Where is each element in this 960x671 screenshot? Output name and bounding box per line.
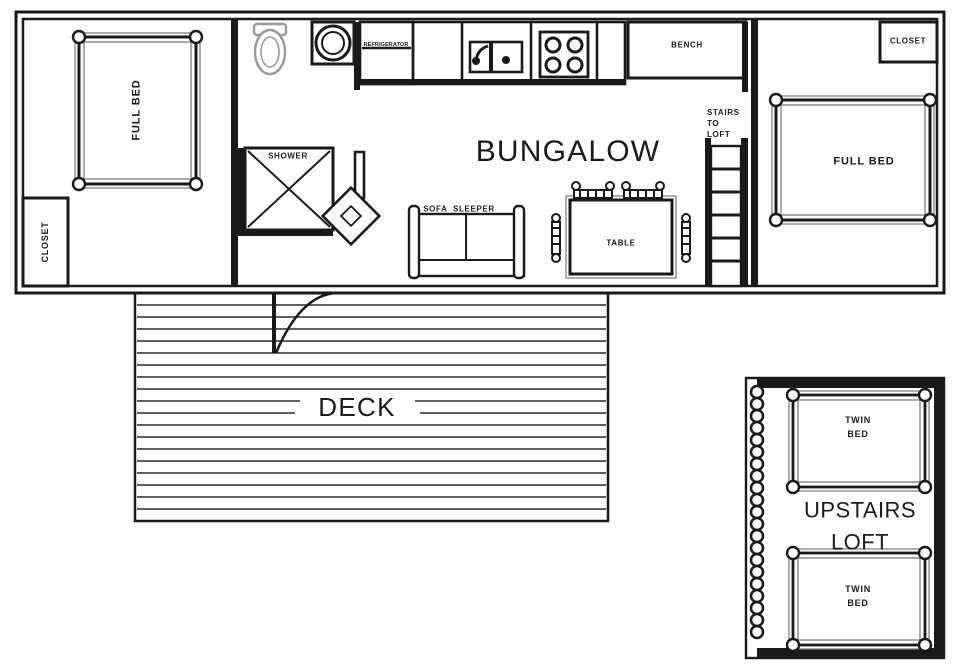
loft-twin-bed-top bbox=[785, 387, 933, 495]
table-chair-right bbox=[681, 213, 691, 263]
left-closet bbox=[21, 196, 70, 288]
left-full-bed bbox=[71, 29, 204, 192]
bathroom-vanity-icon bbox=[320, 150, 382, 247]
sofa-sleeper bbox=[407, 204, 526, 280]
washer-dryer-icon bbox=[310, 20, 356, 66]
house-outer-wall bbox=[14, 10, 946, 295]
upstairs-loft bbox=[744, 376, 946, 660]
toilet-icon bbox=[252, 22, 288, 76]
right-bedroom bbox=[751, 19, 939, 286]
shower-stall bbox=[238, 146, 335, 236]
right-closet bbox=[878, 20, 939, 64]
stove-icon bbox=[538, 30, 590, 79]
kitchen-counter bbox=[358, 20, 627, 86]
table-chair-top-right bbox=[621, 181, 665, 199]
dining-table bbox=[551, 181, 691, 279]
stairs-to-loft bbox=[705, 138, 748, 288]
bench-nook bbox=[626, 20, 748, 92]
kitchen-sink-icon bbox=[468, 40, 524, 74]
right-full-bed bbox=[768, 92, 938, 228]
loft-twin-bed-bottom bbox=[785, 545, 933, 653]
refrigerator-icon bbox=[358, 20, 415, 86]
bathroom bbox=[238, 20, 382, 247]
loft-railing bbox=[749, 384, 765, 640]
deck-planks bbox=[137, 304, 606, 510]
table-chair-top-left bbox=[571, 181, 615, 199]
table-chair-left bbox=[551, 213, 561, 263]
left-bedroom bbox=[21, 19, 238, 288]
deck-area bbox=[133, 291, 610, 523]
